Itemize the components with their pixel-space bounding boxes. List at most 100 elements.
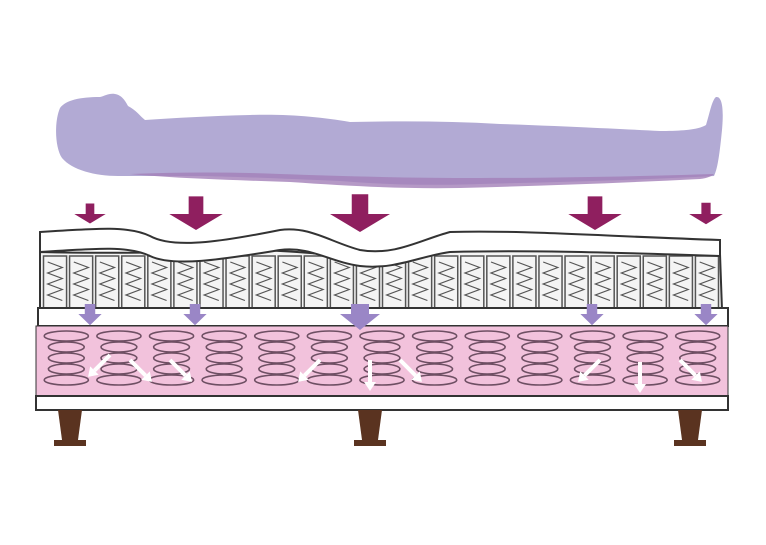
deflection-arrow-stem [398,358,417,377]
spring-turn [468,363,506,375]
deflection-arrow-stem [128,358,147,377]
spring-turn [310,352,349,364]
spring-turn [464,374,511,386]
comfort-layer-band [39,227,721,268]
bonnell-spring [201,330,248,386]
spring-turn [516,330,563,342]
spring-turn [258,352,296,364]
spring-turn [152,341,191,353]
spring-turn [363,363,401,375]
pressure-arrow [689,202,723,225]
bonnell-spring [464,330,511,386]
spring-turn [569,330,616,342]
spring-turn [464,330,511,342]
deflection-arrow-head [298,371,309,382]
spring-turn [258,341,296,353]
deflection-arrow [578,358,602,382]
deflection-arrow-head [634,384,646,393]
spring-turn [359,374,405,386]
spring-turn [468,352,506,364]
bed-leg-foot [674,440,706,446]
bed-leg-foot [354,440,386,446]
body-shadow [130,172,714,189]
deflection-arrow-head [691,371,702,382]
spring-turn [47,352,85,364]
spring-coil [515,261,534,302]
deflection-arrow [634,362,646,393]
spring-coil [98,261,117,302]
support-arrow [694,304,718,326]
spring-turn [679,352,717,364]
spring-turn [622,330,668,342]
spring-coil [645,261,664,302]
spring-turn [626,341,664,353]
deflection-arrow [298,358,322,382]
spring-turn [468,341,506,353]
spring-turn [363,352,401,364]
spring-turn [415,352,454,364]
spring-turn [96,330,142,342]
sleeping-body [56,93,723,189]
spring-turn [573,341,612,353]
spring-coil [228,261,247,302]
spring-coil [489,261,508,302]
spring-turn [201,330,248,342]
deflection-arrow-stem [168,358,187,377]
spring-turn [359,330,405,342]
spring-coil [437,261,456,302]
spring-turn [43,374,90,386]
spring-turn [258,363,296,375]
spring-coil [567,261,586,302]
spring-turn [521,341,559,353]
bonnell-spring [96,330,142,386]
spring-turn [43,330,90,342]
spring-turn [679,341,717,353]
bed-leg [358,410,382,440]
deflection-arrow-stem [303,358,322,377]
spring-coil [358,261,378,302]
spring-turn [205,352,243,364]
spring-coil [45,261,65,302]
pressure-arrow [568,196,622,231]
support-arrow [183,304,207,326]
bed-frame [35,395,729,446]
spring-coil [384,261,404,302]
bed-leg [58,410,82,440]
spring-coil [176,261,195,302]
bed-leg [678,410,702,440]
deflection-arrow [168,358,192,382]
pressure-arrow [330,194,390,232]
pressure-arrow [74,203,106,224]
bed-base-board [35,395,729,411]
spring-turn [626,352,664,364]
deflection-arrow-stem [583,358,602,377]
deflection-arrow-stem [678,358,697,377]
spring-coil [463,261,482,302]
spring-coil [124,261,143,302]
bonnell-spring [43,330,90,386]
deflection-arrow [678,358,702,382]
spring-turn [100,352,138,364]
deflection-arrow-head [578,371,589,382]
deflection-arrow-head [364,382,376,391]
spring-turn [205,363,243,375]
deflection-arrow [398,358,422,382]
person-lying-icon [56,93,723,185]
spring-turn [411,330,458,342]
spring-coil [671,261,690,302]
spring-coil [619,261,638,302]
spring-coil [306,261,325,302]
spring-coil [332,261,351,302]
pocket-spring-layer [39,248,724,311]
spring-turn [415,363,454,375]
spring-turn [310,341,349,353]
spring-turn [47,341,85,353]
deflection-arrow-head [181,371,192,382]
deflection-arrow-stem [93,353,112,372]
deflection-arrow-head [411,371,422,382]
deflection-arrow-head [88,366,99,377]
spring-turn [573,352,612,364]
spring-turn [201,374,248,386]
support-arrow [580,304,604,326]
